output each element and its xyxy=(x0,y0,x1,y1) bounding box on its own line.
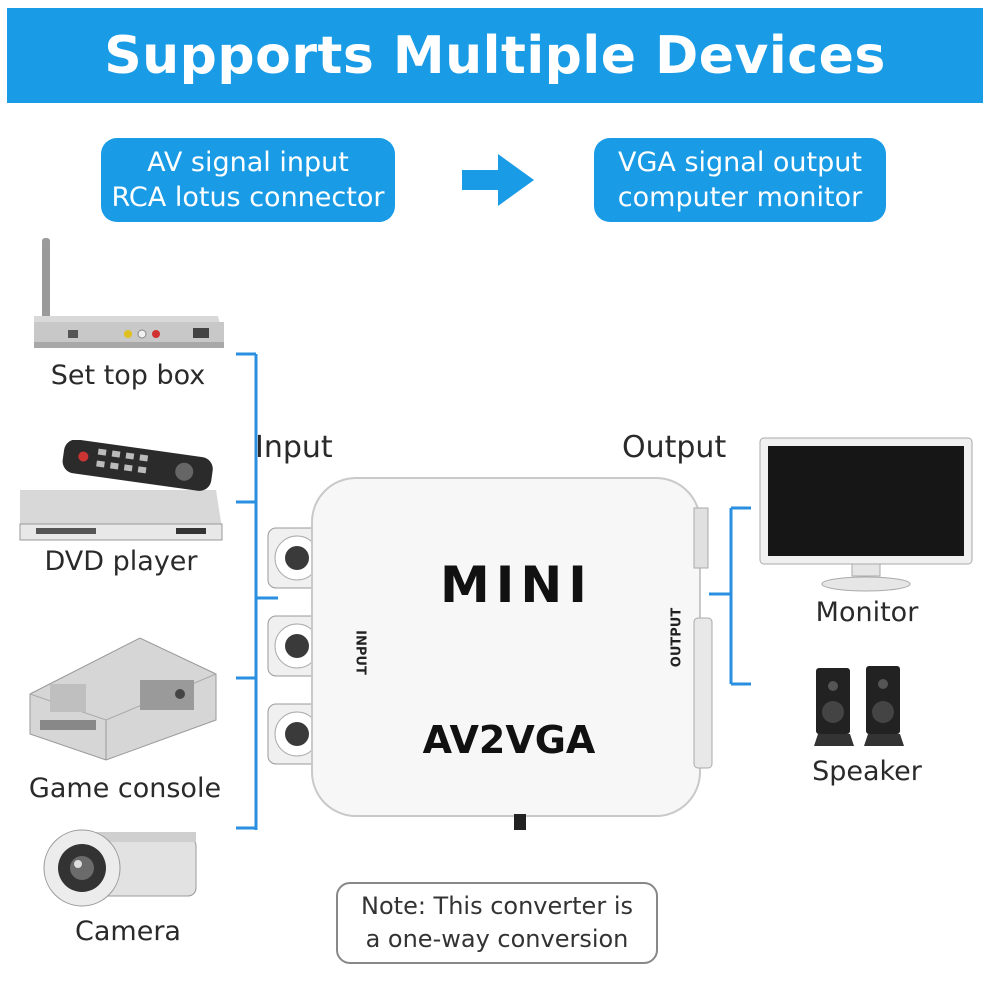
converter-input-side-label: INPUT xyxy=(352,630,368,675)
device-label-monitor: Monitor xyxy=(815,597,919,628)
dvd-player-image xyxy=(19,440,223,541)
note-box: Note: This converter is a one-way conver… xyxy=(336,882,658,964)
device-label-camera: Camera xyxy=(75,916,181,947)
input-bracket xyxy=(236,352,278,830)
input-label: Input xyxy=(255,430,333,465)
arrow-right-icon xyxy=(462,154,534,206)
converter-model: AV2VGA xyxy=(422,718,596,762)
game-console-image xyxy=(29,637,217,761)
device-label-speaker: Speaker xyxy=(812,756,922,787)
note-line2: a one-way conversion xyxy=(365,925,629,953)
vga-output-line2: computer monitor xyxy=(617,182,863,213)
page-title-banner: Supports Multiple Devices xyxy=(7,8,983,103)
vga-output-pill: VGA signal output computer monitor xyxy=(594,138,886,222)
converter-output-side-label: OUTPUT xyxy=(669,607,685,668)
av-input-line1: AV signal input xyxy=(147,147,349,178)
camera-image xyxy=(43,829,197,907)
device-label-dvd-player: DVD player xyxy=(44,546,198,577)
note-line1: Note: This converter is xyxy=(361,892,633,920)
output-label: Output xyxy=(622,430,727,465)
monitor-image xyxy=(759,437,973,592)
device-label-set-top-box: Set top box xyxy=(50,360,206,391)
av-input-line2: RCA lotus connector xyxy=(111,182,385,213)
device-label-game-console: Game console xyxy=(28,773,222,804)
av2vga-converter-image xyxy=(267,477,713,830)
converter-brand: MINI xyxy=(440,556,593,614)
set-top-box-image xyxy=(34,238,224,348)
speaker-image xyxy=(814,666,904,746)
output-bracket xyxy=(709,506,751,686)
page-title: Supports Multiple Devices xyxy=(104,25,886,86)
vga-output-line1: VGA signal output xyxy=(618,147,862,178)
av-input-pill: AV signal input RCA lotus connector xyxy=(101,138,395,222)
